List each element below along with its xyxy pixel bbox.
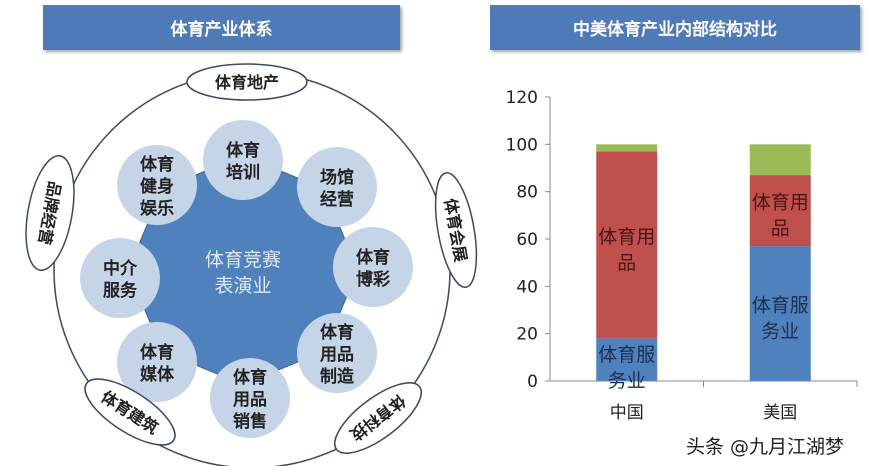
inner-circle-label: 制造: [320, 366, 355, 387]
segment-label: 务业: [608, 370, 646, 392]
inner-circle: [117, 322, 197, 402]
chart-title: 中美体育产业内部结构对比: [490, 5, 860, 50]
segment-label: 体育用: [598, 226, 655, 248]
inner-circle-label: 场馆: [320, 167, 354, 188]
inner-circle-label: 健身: [140, 176, 174, 197]
inner-circle-label: 博彩: [356, 269, 390, 290]
y-tick-label: 40: [516, 277, 538, 297]
inner-circle-label: 体育: [356, 247, 390, 268]
bar-segment: [596, 338, 658, 381]
core-label: 表演业: [214, 275, 271, 297]
y-tick-label: 100: [506, 135, 538, 155]
outer-ellipse-shape: [25, 155, 75, 271]
inner-circle-label: 体育: [226, 140, 260, 161]
inner-circle-label: 销售: [233, 411, 267, 432]
outer-ellipse-shape: [434, 172, 478, 288]
inner-circle-label: 用品: [233, 390, 267, 410]
inner-circle: [203, 120, 283, 200]
inner-circle: [117, 145, 197, 225]
inner-circle: [333, 227, 413, 307]
inner-circle-label: 服务: [103, 280, 138, 301]
outer-ellipse: 体育会展: [434, 172, 478, 288]
outer-ellipse: 品牌经营: [25, 155, 75, 271]
inner-circle-label: 用品: [320, 345, 354, 365]
y-tick-label: 60: [516, 230, 538, 250]
y-tick-label: 80: [516, 183, 538, 203]
bar-segment: [596, 144, 658, 152]
bar-segment: [749, 175, 811, 247]
segment-label: 体育服: [598, 344, 655, 366]
outer-ellipse-label: 体育地产: [215, 73, 279, 92]
left-panel-title: 体育产业体系: [43, 5, 400, 50]
inner-circle: [210, 358, 290, 438]
bar-segment: [749, 144, 811, 176]
core-label: 体育竞赛: [205, 249, 281, 271]
inner-circle-label: 体育: [320, 322, 354, 343]
inner-circle: [297, 147, 377, 227]
outer-ellipse: 体育地产: [186, 63, 308, 101]
inner-circle-label: 媒体: [140, 364, 175, 385]
inner-circle-label: 培训: [226, 162, 260, 183]
inner-circle-label: 体育: [233, 367, 267, 388]
inner-circle-label: 经营: [320, 189, 354, 210]
segment-label: 品: [617, 252, 636, 274]
y-tick-label: 20: [516, 325, 538, 345]
outer-ellipse-shape: [334, 382, 422, 454]
x-tick-label: 中国: [610, 403, 644, 423]
bar-segment: [749, 246, 811, 381]
segment-label: 体育服: [752, 295, 809, 317]
outer-ellipse-shape: [84, 378, 176, 446]
y-tick-label: 120: [506, 88, 538, 108]
bar-segment: [596, 151, 658, 339]
y-tick-label: 0: [527, 372, 538, 392]
x-tick-label: 美国: [763, 403, 797, 423]
inner-circle: [297, 313, 377, 393]
inner-circle-label: 娱乐: [140, 198, 174, 219]
segment-label: 体育用: [752, 192, 809, 214]
inner-circle-label: 体育: [140, 154, 174, 175]
sports-industry-diagram: 体育竞赛表演业体育培训场馆经营体育博彩体育用品制造体育用品销售体育媒体中介服务体…: [25, 63, 478, 466]
inner-circle-label: 体育: [140, 342, 174, 363]
segment-label: 务业: [761, 321, 799, 343]
watermark: 头条 @九月江湖梦: [686, 436, 845, 458]
inner-circle: [80, 238, 160, 318]
outer-ellipse-shape: [186, 63, 308, 101]
inner-circle-label: 中介: [103, 258, 138, 279]
segment-label: 品: [771, 218, 790, 240]
